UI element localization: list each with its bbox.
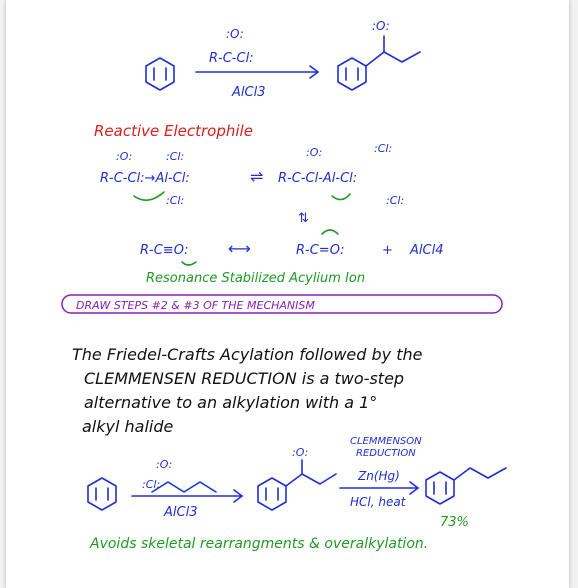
draw-steps-frame [61,294,503,314]
yield-label: 73% [440,515,469,530]
mech-right-cl-top: :Cl: [374,142,392,155]
step2-reagent-bottom: HCl, heat [350,495,407,509]
lewis-acid-label: AlCl3 [231,85,265,100]
benzene-ring-reactant-1 [145,57,175,91]
step1-reagent: AlCl3 [163,505,197,520]
benzene-ring-final-product [425,467,507,505]
note-page: :O: R-C-Cl: AlCl3 :O: Reactive Electroph… [6,0,569,588]
acylium-left: R-C≡O: [140,243,189,258]
acylium-label: Resonance Stabilized Acylium Ion [146,271,365,286]
draw-steps-banner: DRAW STEPS #2 & #3 OF THE MECHANISM [76,299,315,312]
reaction-arrowhead-1 [309,65,319,79]
aluminate-byproduct: AlCl4 [409,243,443,258]
reagent2-oxygen: :O: [156,458,172,471]
curved-arrow-1 [133,191,165,201]
handwritten-note: :O: R-C-Cl: AlCl3 :O: Reactive Electroph… [61,19,507,552]
reaction-arrowhead-2 [233,489,243,503]
mech-right-oxygen: :O: [306,146,322,159]
mech-right-cl-bottom: :Cl: [386,194,404,207]
reagent-oxygen-label: :O: [226,27,244,41]
curved-arrow-4 [321,229,339,235]
reagent-acyl-chloride-label: R-C-Cl: [209,51,254,66]
mech-left-cl-top: :Cl: [166,150,184,163]
ketone-oxygen: :O: [292,446,308,459]
clemmensen-label-2: REDUCTION [356,448,416,459]
paragraph-line-4: alkyl halide [82,417,174,436]
reagent2-chain [151,481,217,493]
reagent2-chlorine: :Cl: [142,478,160,491]
reaction-arrowhead-3 [409,481,419,495]
benzene-ring-reactant-2 [87,477,117,511]
paragraph-line-1: The Friedel-Crafts Acylation followed by… [72,345,423,364]
down-equilibrium-arrow: ⇅ [298,211,309,226]
mech-left-oxygen: :O: [116,150,132,163]
paragraph-line-2: CLEMMENSEN REDUCTION is a two-step [84,369,404,388]
resonance-arrow: ⟷ [228,239,251,258]
benzene-ring-product-1 [337,35,421,91]
mech-right-formula: R-C-Cl-Al-Cl: [278,171,357,186]
curved-arrow-2 [331,193,351,201]
clemmensen-label-1: CLEMMENSON [350,436,422,447]
electrophile-heading: Reactive Electrophile [94,122,253,140]
acylium-right: R-C=O: [296,243,345,258]
paragraph-line-3: alternative to an alkylation with a 1° [84,393,377,412]
mech-left-formula: R-C-Cl:→Al-Cl: [100,171,190,186]
plus-sign: + [382,243,393,258]
footer-note: Avoids skeletal rearrangments & overalky… [89,536,428,552]
curved-arrow-3 [181,261,197,266]
benzene-ring-ketone [257,459,337,511]
mech-left-cl-bottom: :Cl: [166,194,184,207]
step2-reagent-top: Zn(Hg) [357,469,400,483]
equilibrium-arrow: ⇌ [250,167,263,186]
product-oxygen-label: :O: [372,19,390,33]
